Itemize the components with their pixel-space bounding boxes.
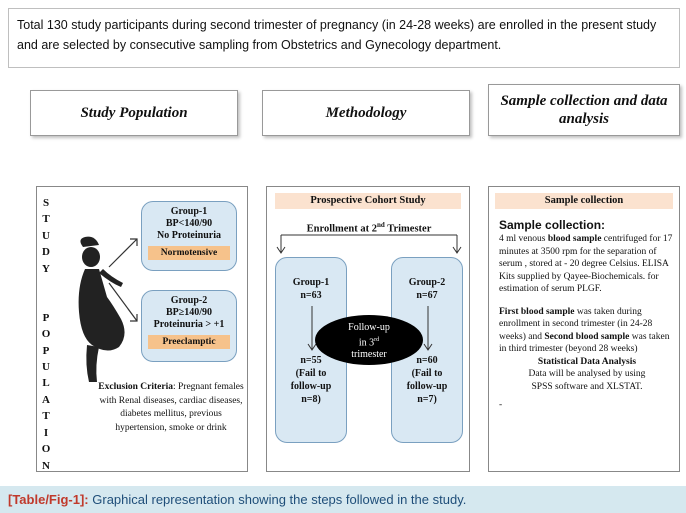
p2-c: Second blood sample (544, 331, 630, 342)
caption-tag: [Table/Fig-1]: (8, 492, 89, 507)
exclusion-label: Exclusion Criteria (98, 382, 173, 392)
vertical-letter: N (42, 459, 50, 472)
exclusion-text: : Pregnant females with Renal diseases, … (99, 382, 244, 433)
m-group1-n: n=63 (300, 290, 322, 301)
enrollment-label: Enrollment at 2nd Trimester (267, 221, 471, 235)
group2-title: Group-2 (170, 295, 208, 306)
m-group2-n-after: n=60 (416, 355, 438, 366)
m-group2-title: Group-2 (408, 277, 446, 288)
sample-paragraph-2: First blood sample was taken during enro… (499, 306, 675, 356)
header-study-population: Study Population (30, 90, 238, 136)
group1-proteinuria: No Proteinuria (157, 230, 221, 241)
follow-up-oval: Follow-up in 3rd trimester (315, 315, 423, 365)
m-group2-fail: (Fail to (411, 368, 443, 379)
down-arrow-icon (307, 306, 317, 351)
group1-bp: BP<140/90 (165, 218, 213, 229)
methodology-group1: Group-1 n=63 n=55 (Fail to follow-up n=8… (275, 257, 347, 443)
cohort-title: Prospective Cohort Study (275, 193, 461, 209)
sample-paragraph-1: 4 ml venous blood sample centrifuged for… (499, 233, 675, 296)
enrollment-suffix: Trimester (384, 223, 432, 235)
follow-up-line2: in 3rd (315, 334, 423, 349)
trailing-dash: - (499, 400, 503, 410)
arrow-to-group1 (108, 238, 138, 268)
vertical-letter: D (42, 246, 50, 259)
follow-up-line3: trimester (351, 349, 387, 361)
p2-b: was taken during enrollment in second tr… (499, 306, 653, 342)
m-group2-followup: follow-up (406, 381, 448, 392)
sample-collection-panel: Sample collection Sample collection: 4 m… (488, 186, 680, 472)
p1-c: centrifuged for 17 minutes at 3500 rpm f… (499, 234, 673, 294)
vertical-letter: T (42, 213, 50, 226)
p2-d: was taken in third trimester (beyond 28 … (499, 331, 670, 355)
vertical-letter: U (42, 229, 50, 242)
exclusion-criteria: Exclusion Criteria: Pregnant females wit… (97, 381, 245, 435)
m-group1-title: Group-1 (292, 277, 330, 288)
vertical-letter: P (42, 344, 50, 357)
enrollment-sup: nd (377, 221, 385, 229)
group2-tag: Preeclamptic (148, 335, 230, 349)
vertical-letter: L (42, 377, 50, 390)
m-group1-lost: n=8) (301, 394, 321, 405)
arrow-to-group2 (108, 282, 138, 322)
follow-up-line1: Follow-up (348, 322, 390, 333)
stat-heading-text: Statistical Data Analysis (537, 356, 637, 367)
header-sample-collection: Sample collection and data analysis (488, 84, 680, 136)
vertical-letter: U (42, 361, 50, 374)
group2-bp: BP≥140/90 (165, 307, 213, 318)
m-group1-fail: (Fail to (295, 368, 327, 379)
group1-tag: Normotensive (148, 246, 230, 260)
down-arrow-icon (423, 306, 433, 351)
methodology-arrows (276, 234, 462, 254)
stat-line2: SPSS software and XLSTAT. (531, 381, 643, 392)
follow-up-in: in 3 (358, 337, 375, 349)
vertical-letter: S (42, 197, 50, 209)
m-group1-followup: follow-up (290, 381, 332, 392)
sample-collection-body: Sample collection: 4 ml venous blood sam… (499, 217, 675, 412)
pregnant-woman-icon (78, 236, 125, 382)
p1-b: blood sample (547, 234, 602, 244)
methodology-panel: Prospective Cohort Study Enrollment at 2… (266, 186, 470, 472)
vertical-letter: O (41, 443, 51, 456)
vertical-letter: I (43, 426, 49, 439)
group2-box: Group-2 BP≥140/90 Proteinuria > +1 Preec… (141, 290, 237, 362)
header-methodology: Methodology (262, 90, 470, 136)
follow-up-sup: rd (374, 337, 380, 343)
caption-text: Graphical representation showing the ste… (88, 492, 467, 507)
sample-collection-title: Sample collection (495, 193, 673, 209)
stat-line1: Data will be analysed by using (528, 369, 646, 379)
study-population-graphics (78, 236, 138, 382)
vertical-letter: O (41, 328, 51, 341)
m-group2-lost: n=7) (417, 394, 437, 405)
m-group1-n-after: n=55 (300, 355, 322, 366)
group1-box: Group-1 BP<140/90 No Proteinuria Normote… (141, 201, 237, 271)
intro-text: Total 130 study participants during seco… (8, 8, 680, 68)
group2-proteinuria: Proteinuria > +1 (153, 319, 225, 330)
vertical-letter: P (42, 311, 50, 324)
p2-a: First blood sample (499, 306, 575, 317)
stat-heading: Statistical Data Analysis (499, 356, 675, 369)
vertical-letter: A (42, 393, 50, 406)
vertical-letter: T (42, 410, 50, 423)
m-group2-n: n=67 (416, 290, 438, 301)
figure-caption: [Table/Fig-1]: Graphical representation … (0, 486, 686, 513)
p1-a: 4 ml venous (499, 234, 548, 244)
sample-collection-heading: Sample collection: (499, 218, 606, 232)
enrollment-prefix: Enrollment at 2 (306, 223, 378, 235)
vertical-letter: Y (42, 262, 50, 275)
group1-title: Group-1 (170, 206, 208, 217)
